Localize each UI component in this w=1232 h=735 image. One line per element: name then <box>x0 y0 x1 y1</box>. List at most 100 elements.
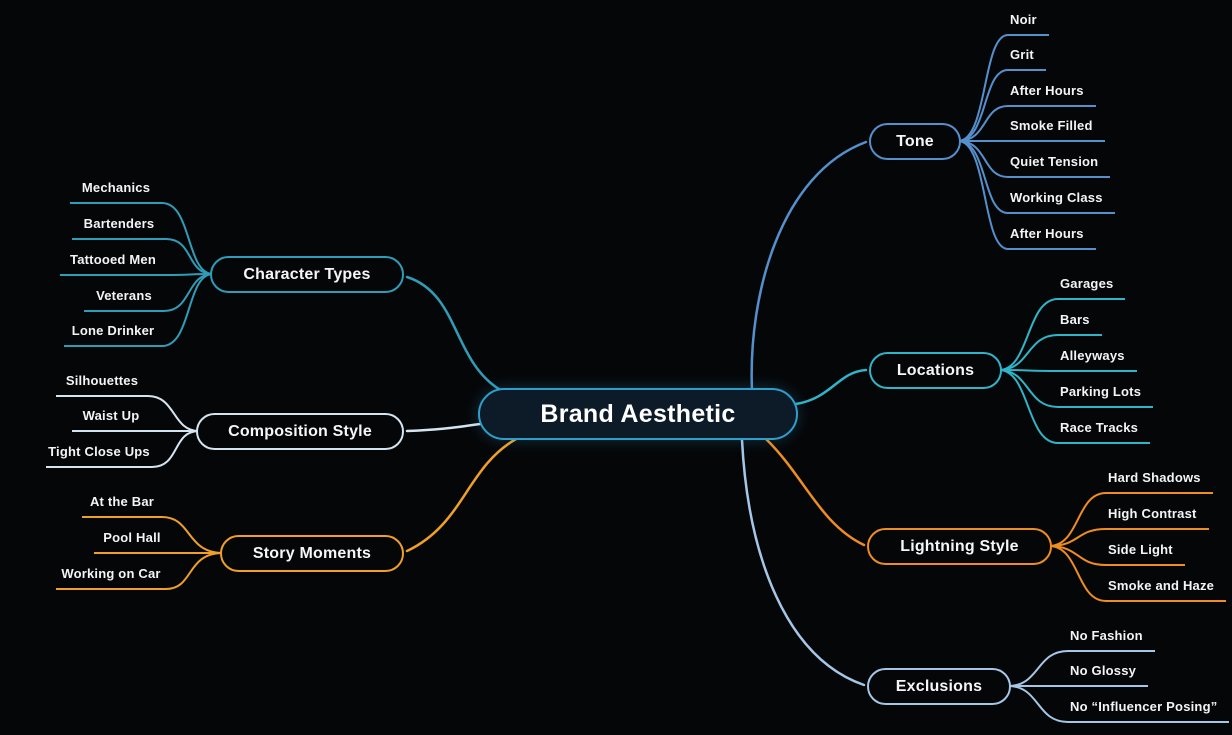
branch-label-locations: Locations <box>896 361 975 379</box>
connector-central-character-types <box>405 275 504 393</box>
connector-locations-race-tracks <box>998 369 1059 444</box>
branch-node-exclusions[interactable]: Exclusions <box>867 668 1011 705</box>
leaf-bartenders[interactable]: Bartenders <box>72 216 166 240</box>
branch-label-composition-style: Composition Style <box>228 422 372 440</box>
connector-locations-bars <box>998 334 1059 371</box>
leaf-working-class[interactable]: Working Class <box>1008 190 1115 214</box>
connector-exclusions-no-fashion <box>1007 650 1069 687</box>
leaf-label: Grit <box>1010 47 1034 62</box>
connector-locations-parking-lots <box>998 369 1059 408</box>
leaf-label: Parking Lots <box>1060 384 1142 399</box>
leaf-grit[interactable]: Grit <box>1008 47 1046 71</box>
leaf-tight-close-ups[interactable]: Tight Close Ups <box>46 444 152 468</box>
leaf-after-hours-1[interactable]: After Hours <box>1008 83 1096 107</box>
leaf-label: Silhouettes <box>65 373 139 388</box>
connector-character-bartenders <box>165 238 214 275</box>
leaf-label: Tight Close Ups <box>48 444 150 459</box>
branch-node-composition-style[interactable]: Composition Style <box>196 413 404 450</box>
connector-lightning-high-contrast <box>1048 528 1107 547</box>
connector-tone-working-class <box>957 140 1009 214</box>
leaf-tattooed-men[interactable]: Tattooed Men <box>60 252 166 276</box>
branch-node-character-types[interactable]: Character Types <box>210 256 404 293</box>
leaf-hard-shadows[interactable]: Hard Shadows <box>1106 470 1213 494</box>
branch-label-lightning-style: Lightning Style <box>900 537 1019 555</box>
leaf-after-hours-2[interactable]: After Hours <box>1008 226 1096 250</box>
leaf-smoke-filled[interactable]: Smoke Filled <box>1008 118 1105 142</box>
leaf-pool-hall[interactable]: Pool Hall <box>94 530 170 554</box>
connector-composition-silhouettes <box>147 395 200 432</box>
leaf-waist-up[interactable]: Waist Up <box>72 408 150 432</box>
branch-label-story-moments: Story Moments <box>252 544 372 562</box>
leaf-label: Smoke Filled <box>1010 118 1093 133</box>
leaf-side-light[interactable]: Side Light <box>1106 542 1185 566</box>
leaf-label: Mechanics <box>81 180 151 195</box>
connector-tone-quiet-tension <box>957 140 1009 178</box>
leaf-label: High Contrast <box>1108 506 1197 521</box>
branch-label-tone: Tone <box>896 132 934 150</box>
connector-character-lone-drinker <box>161 273 214 347</box>
leaf-no-fashion[interactable]: No Fashion <box>1068 628 1155 652</box>
connector-central-locations <box>794 368 868 406</box>
branch-label-character-types: Character Types <box>243 265 371 283</box>
leaf-label: No Glossy <box>1070 663 1137 678</box>
leaf-silhouettes[interactable]: Silhouettes <box>56 373 148 397</box>
leaf-label: Lone Drinker <box>71 323 155 338</box>
leaf-alleyways[interactable]: Alleyways <box>1058 348 1137 372</box>
leaf-label: Race Tracks <box>1060 420 1139 435</box>
connector-character-tattooed-men <box>165 273 214 276</box>
leaf-label: At the Bar <box>89 494 155 509</box>
connector-story-at-the-bar <box>161 516 224 554</box>
connector-central-story-moments <box>405 437 518 553</box>
branch-node-lightning-style[interactable]: Lightning Style <box>867 528 1052 565</box>
leaf-label: Working on Car <box>61 566 161 581</box>
connector-central-exclusions <box>740 438 866 687</box>
leaf-veterans[interactable]: Veterans <box>84 288 164 312</box>
connector-tone-after-hours-2 <box>957 140 1009 250</box>
connector-story-working-on-car <box>165 552 224 590</box>
connector-locations-alleyways <box>998 369 1059 372</box>
central-topic-node[interactable]: Brand Aesthetic <box>478 388 798 440</box>
leaf-race-tracks[interactable]: Race Tracks <box>1058 420 1151 444</box>
leaf-at-the-bar[interactable]: At the Bar <box>82 494 162 518</box>
connector-tone-noir <box>957 34 1009 142</box>
branch-node-story-moments[interactable]: Story Moments <box>220 535 404 572</box>
leaf-quiet-tension[interactable]: Quiet Tension <box>1008 154 1111 178</box>
leaf-no-glossy[interactable]: No Glossy <box>1068 663 1149 687</box>
branch-node-tone[interactable]: Tone <box>869 123 961 160</box>
leaf-noir[interactable]: Noir <box>1008 12 1049 36</box>
leaf-label: After Hours <box>1010 226 1084 241</box>
central-topic-label: Brand Aesthetic <box>540 399 736 428</box>
leaf-lone-drinker[interactable]: Lone Drinker <box>64 323 162 347</box>
connector-lightning-hard-shadows <box>1048 492 1107 547</box>
leaf-label: No Fashion <box>1070 628 1143 643</box>
connector-central-tone <box>750 140 868 392</box>
leaf-label: Veterans <box>96 288 152 303</box>
leaf-working-on-car[interactable]: Working on Car <box>56 566 166 590</box>
branch-label-exclusions: Exclusions <box>895 677 983 695</box>
leaf-high-contrast[interactable]: High Contrast <box>1106 506 1209 530</box>
leaf-no-influencer-posing[interactable]: No “Influencer Posing” <box>1068 699 1230 723</box>
branch-node-locations[interactable]: Locations <box>869 352 1002 389</box>
connector-central-composition-style <box>405 422 482 433</box>
leaf-garages[interactable]: Garages <box>1058 276 1126 300</box>
leaf-label: Working Class <box>1010 190 1103 205</box>
connector-lightning-smoke-and-haze <box>1048 545 1107 602</box>
leaf-label: Waist Up <box>82 408 140 423</box>
leaf-label: Garages <box>1060 276 1114 291</box>
leaf-parking-lots[interactable]: Parking Lots <box>1058 384 1154 408</box>
connector-central-lightning-style <box>764 437 866 547</box>
leaf-smoke-and-haze[interactable]: Smoke and Haze <box>1106 578 1227 602</box>
connector-composition-tight-close-ups <box>151 430 200 468</box>
leaf-label: After Hours <box>1010 83 1084 98</box>
connector-tone-after-hours-1 <box>957 105 1009 142</box>
leaf-bars[interactable]: Bars <box>1058 312 1102 336</box>
leaf-label: Noir <box>1010 12 1037 27</box>
connector-lightning-side-light <box>1048 545 1107 566</box>
leaf-label: Pool Hall <box>103 530 161 545</box>
leaf-mechanics[interactable]: Mechanics <box>70 180 162 204</box>
leaf-label: Tattooed Men <box>70 252 156 267</box>
leaf-label: Bars <box>1060 312 1090 327</box>
connector-character-mechanics <box>161 202 214 275</box>
leaf-label: No “Influencer Posing” <box>1070 699 1218 714</box>
